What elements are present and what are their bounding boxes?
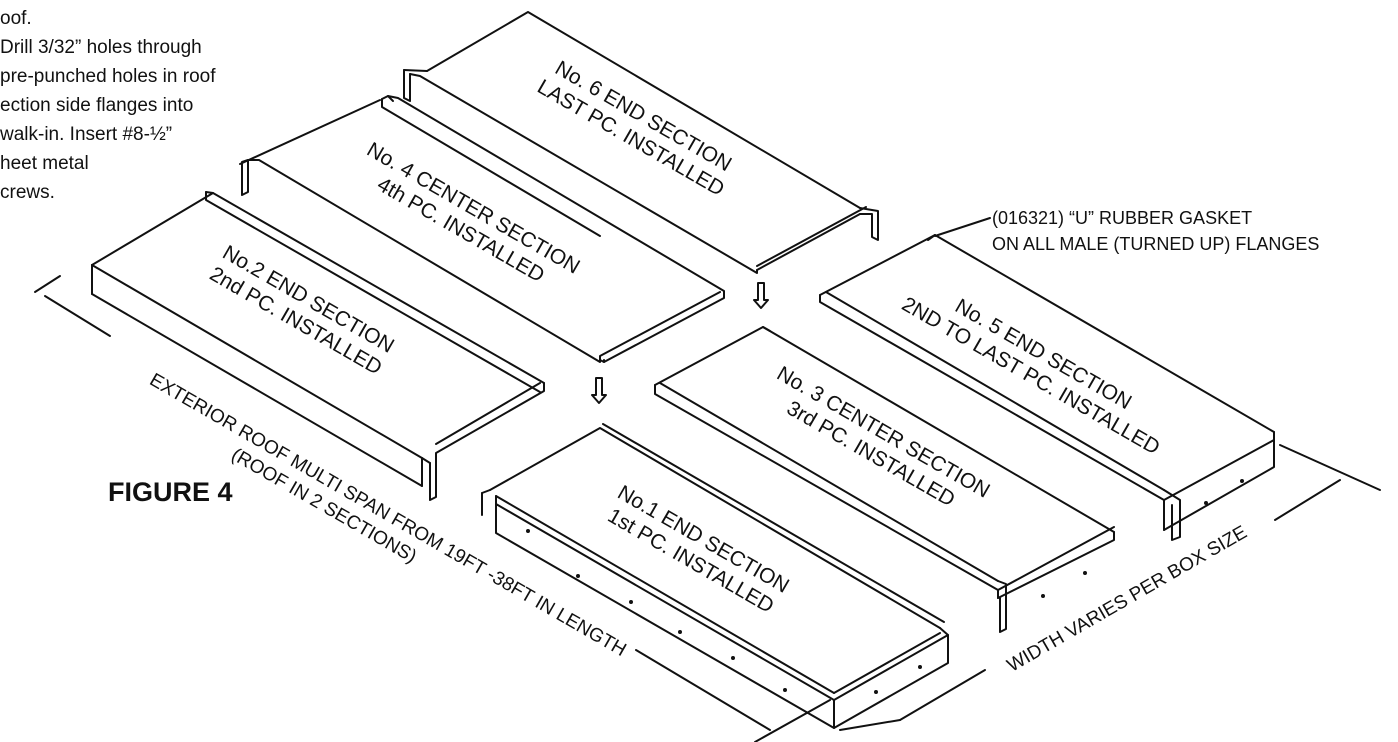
roof-panel-no4 [239, 95, 725, 363]
note-line: walk-in. Insert #8-½” [0, 124, 173, 145]
roof-panel-no2 [91, 191, 545, 501]
note-line: ection side flanges into [0, 95, 194, 116]
length-dimension-line [34, 275, 831, 742]
width-dimension-line [839, 444, 1381, 731]
width-dimension-text: WIDTH VARIES PER BOX SIZE [1004, 522, 1251, 677]
section-label-no3: No. 3 CENTER SECTION 3rd PC. INSTALLED [773, 362, 994, 511]
length-dimension-text: EXTERIOR ROOF MULTI SPAN FROM 19FT -38FT… [146, 370, 630, 661]
width-dimension-label: WIDTH VARIES PER BOX SIZE [1004, 522, 1251, 677]
roof-panel-no3 [654, 326, 1115, 633]
install-arrow [591, 377, 607, 404]
roof-panel-no6 [403, 11, 879, 274]
section-label-no4: No. 4 CENTER SECTION 4th PC. INSTALLED [363, 138, 584, 287]
length-dimension-label: EXTERIOR ROOF MULTI SPAN FROM 19FT -38FT… [146, 370, 630, 661]
section-label-no1: No.1 END SECTION 1st PC. INSTALLED [604, 481, 793, 618]
note-line: oof. [0, 8, 32, 29]
installation-note: oof. Drill 3/32” holes through pre-punch… [0, 4, 215, 207]
note-line: Drill 3/32” holes through [0, 37, 202, 58]
section-label-no2: No.2 END SECTION 2nd PC. INSTALLED [206, 241, 398, 380]
section-label-line: 2ND TO LAST PC. INSTALLED [898, 293, 1164, 460]
figure-title: FIGURE 4 [108, 477, 233, 507]
gasket-leader-line [934, 217, 991, 237]
gasket-callout-line: (016321) “U” RUBBER GASKET [992, 208, 1252, 228]
screw-holes [526, 479, 1244, 694]
note-line: crews. [0, 182, 55, 203]
note-line: heet metal [0, 153, 89, 174]
note-line: pre-punched holes in roof [0, 66, 216, 87]
roof-panel-no1 [481, 423, 949, 729]
gasket-callout-line: ON ALL MALE (TURNED UP) FLANGES [992, 234, 1319, 254]
section-label-line: No. 4 CENTER SECTION [363, 138, 584, 279]
install-arrow [753, 282, 769, 309]
gasket-callout: (016321) “U” RUBBER GASKET ON ALL MALE (… [992, 208, 1319, 254]
